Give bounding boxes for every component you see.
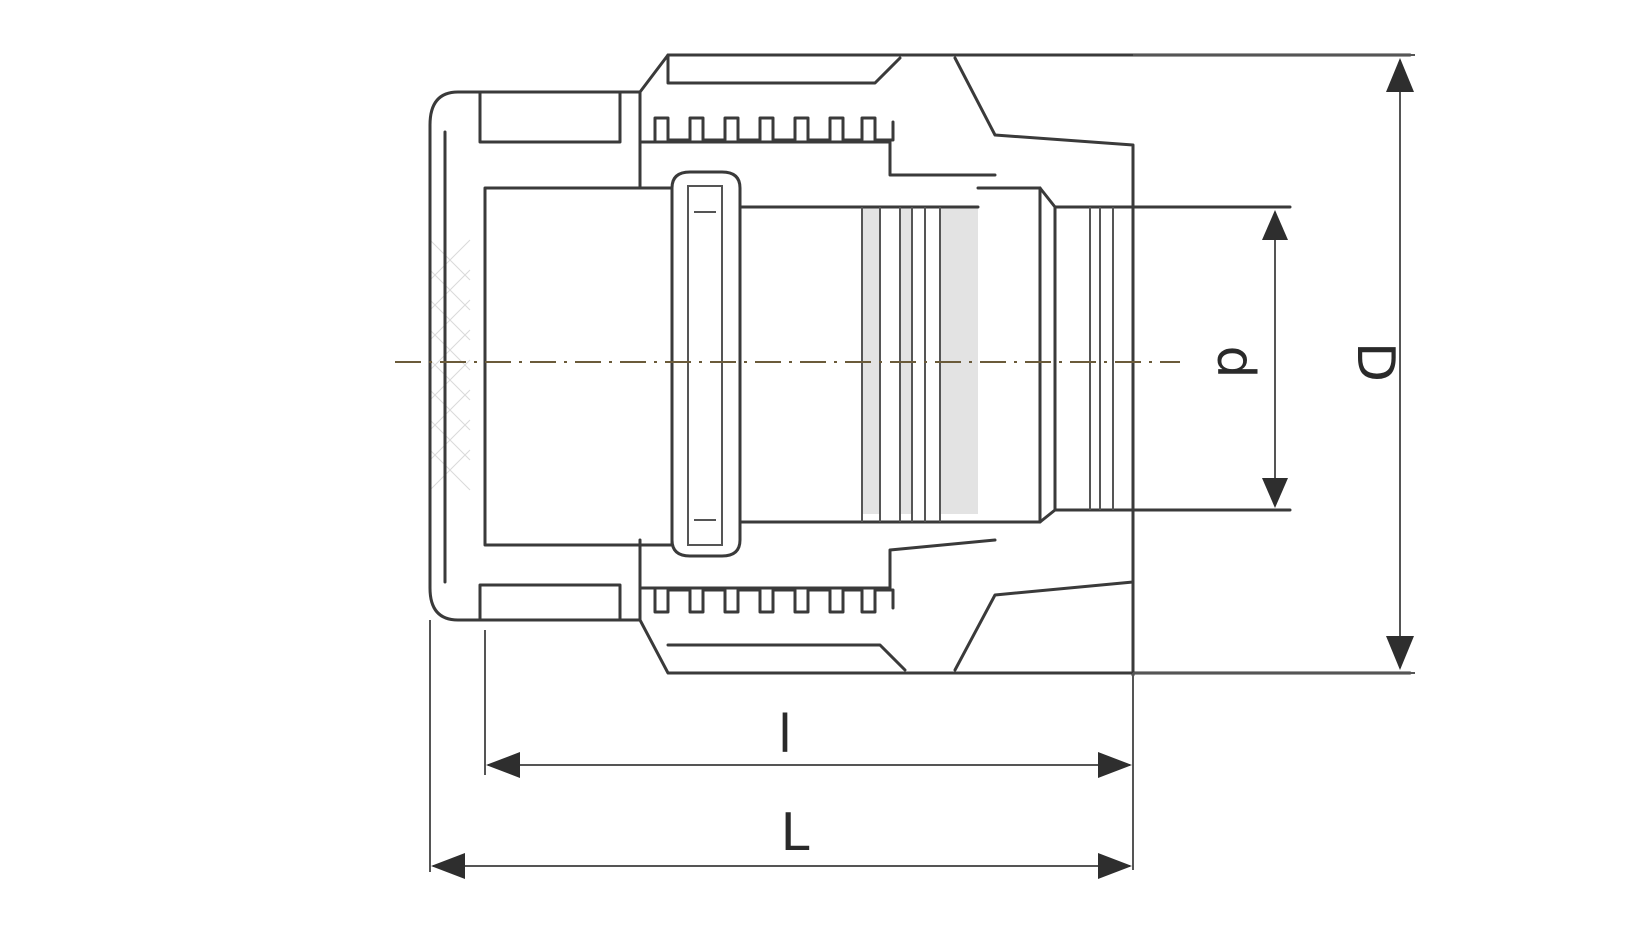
left-face-hatching	[429, 239, 471, 491]
arrow-top-d	[1262, 210, 1288, 240]
arrow-right-l	[1098, 752, 1132, 778]
fitting-body-outline	[428, 53, 1412, 677]
arrow-bottom-D	[1386, 636, 1414, 670]
socket-length-label: l	[778, 705, 792, 765]
inner-diameter-label: d	[1205, 345, 1265, 378]
arrow-bottom-d	[1262, 478, 1288, 508]
arrow-top-D	[1386, 58, 1414, 92]
total-length-label: L	[781, 803, 810, 863]
dimension-outer-diameter	[1133, 54, 1415, 674]
arrow-right-L	[1098, 853, 1132, 879]
dimension-inner-diameter	[1262, 210, 1288, 508]
internal-shading	[862, 207, 978, 514]
arrow-left-L	[431, 853, 465, 879]
outer-diameter-label: D	[1345, 342, 1405, 382]
dimension-socket-length	[484, 630, 1134, 870]
arrow-left-l	[486, 752, 520, 778]
dimension-total-length	[429, 620, 1132, 879]
